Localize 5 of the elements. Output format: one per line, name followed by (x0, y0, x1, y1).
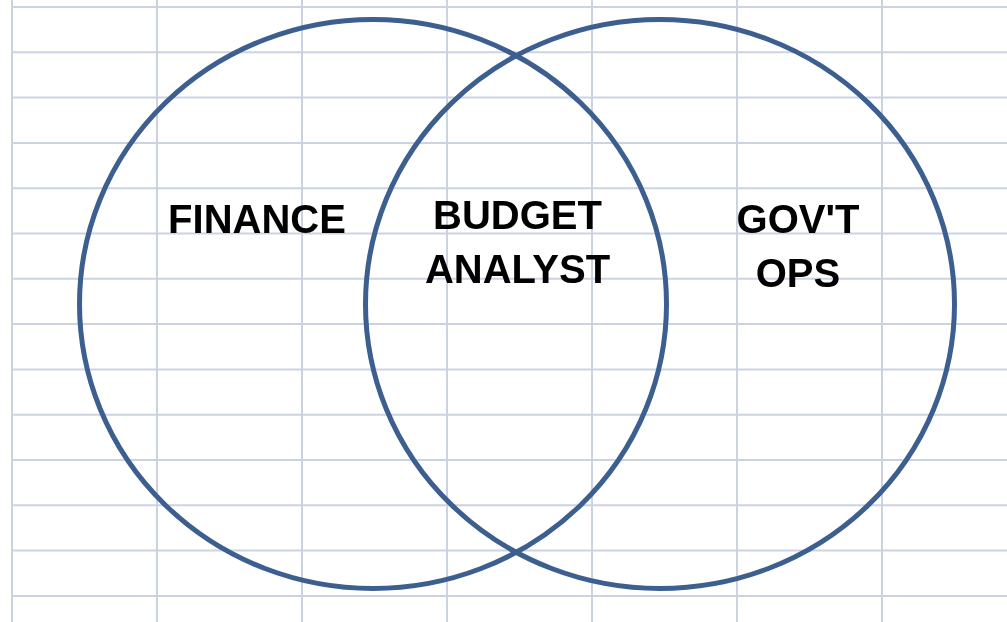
circle-label: FINANCE (167, 196, 347, 243)
venn-circle (363, 17, 957, 591)
venn-circle (77, 17, 669, 591)
overlap-label: BUDGET ANALYST (423, 192, 612, 293)
circle-label: GOV'T OPS (735, 196, 861, 297)
